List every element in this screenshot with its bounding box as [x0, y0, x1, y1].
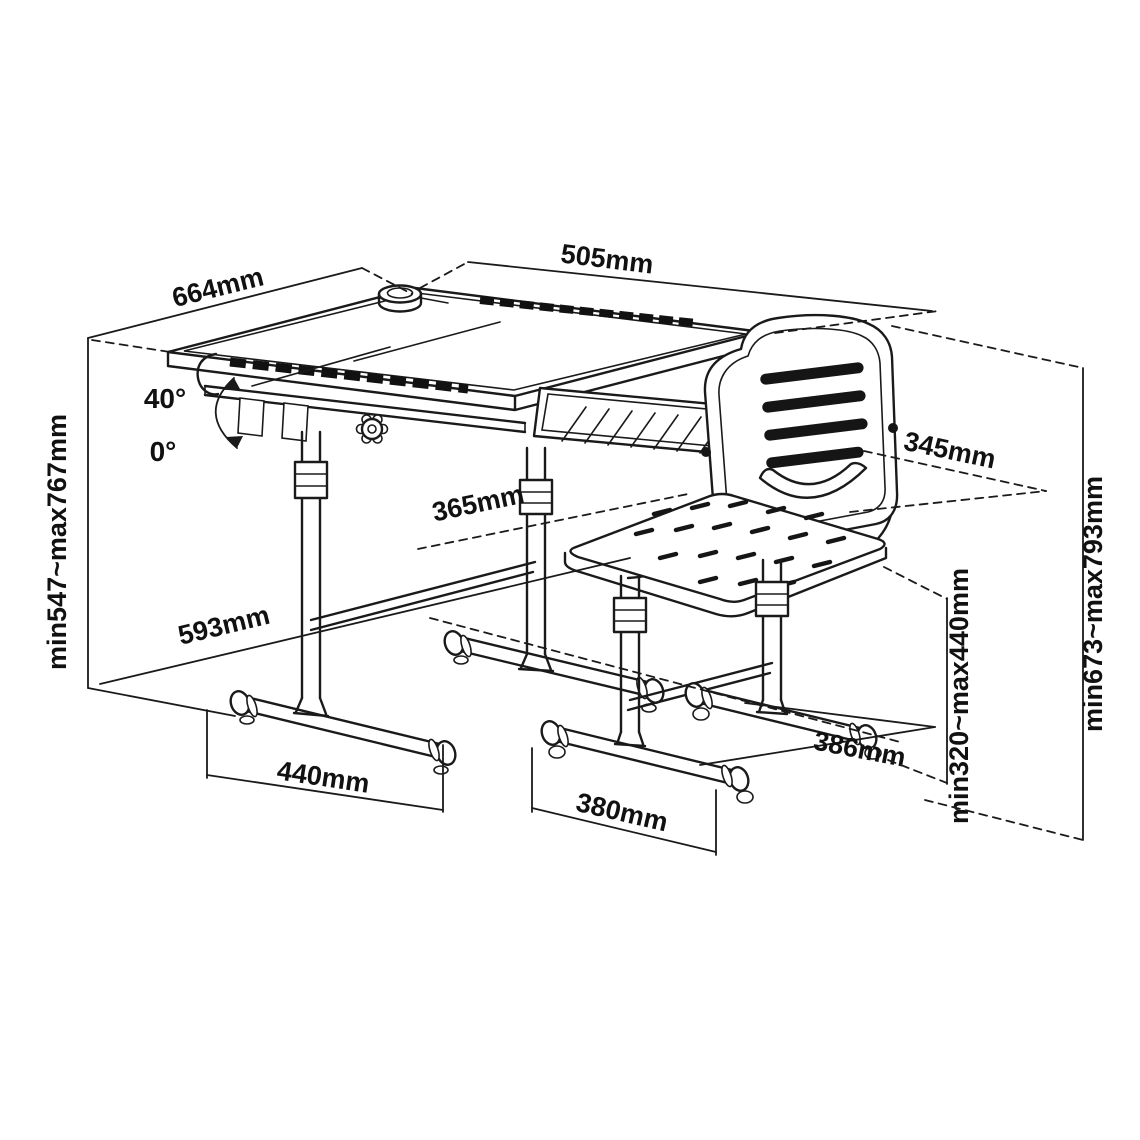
label-seat-depth: 345mm [901, 426, 998, 475]
label-desk-height-range: min547~max767mm [42, 414, 72, 670]
floor-construction-line [429, 617, 901, 743]
chair-backrest-slat [760, 362, 864, 385]
label-tilt-min: 0° [150, 436, 177, 467]
desk-pencil-groove-front [229, 357, 469, 394]
chair-seat [563, 492, 888, 618]
chair-caster [864, 746, 882, 760]
label-knee-clearance: 365mm [429, 479, 526, 528]
label-base-diagonal: 593mm [175, 600, 273, 651]
chair-seat-texture [633, 499, 847, 589]
chair-right-leg-column [754, 558, 790, 716]
chair-backrest-bolt [888, 423, 898, 433]
chair-backrest-slat [762, 390, 866, 413]
dimension-chair-height-range: min673~max793mm [891, 325, 1108, 841]
desk-top-split-line [353, 321, 501, 362]
chair-caster [736, 790, 754, 804]
dimension-desk-width: 505mm [419, 239, 939, 334]
dimension-chair-front-foot-length: 380mm [531, 747, 717, 856]
dimension-base-diagonal: 593mm [99, 557, 631, 685]
label-tilt-max: 40° [144, 383, 186, 414]
chair-backrest-bolt [701, 447, 711, 457]
chair-backrest-curved-slat [758, 461, 868, 499]
chair-backrest [701, 313, 899, 551]
chair-left-leg-column [612, 574, 648, 748]
chair-backrest-slat [766, 446, 864, 469]
dimension-desk-foot-length: 440mm [206, 709, 444, 813]
chair-caster [548, 745, 566, 759]
label-seat-height-range: min320~max440mm [944, 568, 974, 824]
desk-top-surface [166, 286, 764, 398]
chair-caster [692, 707, 710, 721]
desk-under-frame [203, 384, 527, 442]
desk-left-leg-column [292, 430, 330, 718]
desk-tilt-knob [355, 414, 389, 444]
desk-right-leg-column [517, 446, 555, 673]
desk-right-foot [443, 630, 665, 713]
desk-left-foot [229, 690, 457, 775]
chair-backrest-slat [764, 418, 868, 441]
chair-drawing [540, 313, 899, 804]
dimension-desk-height-range: min547~max767mm [42, 337, 236, 717]
dimension-seat-height-range: min320~max440mm [883, 566, 974, 824]
dimension-chair-side-foot-length: 386mm [699, 702, 936, 773]
desk-bag-hook [196, 352, 220, 396]
desk-pencil-groove-rear [479, 296, 697, 327]
desk-stretcher-bar [309, 560, 537, 632]
label-chair-height-range: min673~max793mm [1078, 476, 1108, 732]
dimension-tilt-angle: 40° 0° [144, 346, 391, 467]
desk-cup-holder [377, 284, 449, 313]
